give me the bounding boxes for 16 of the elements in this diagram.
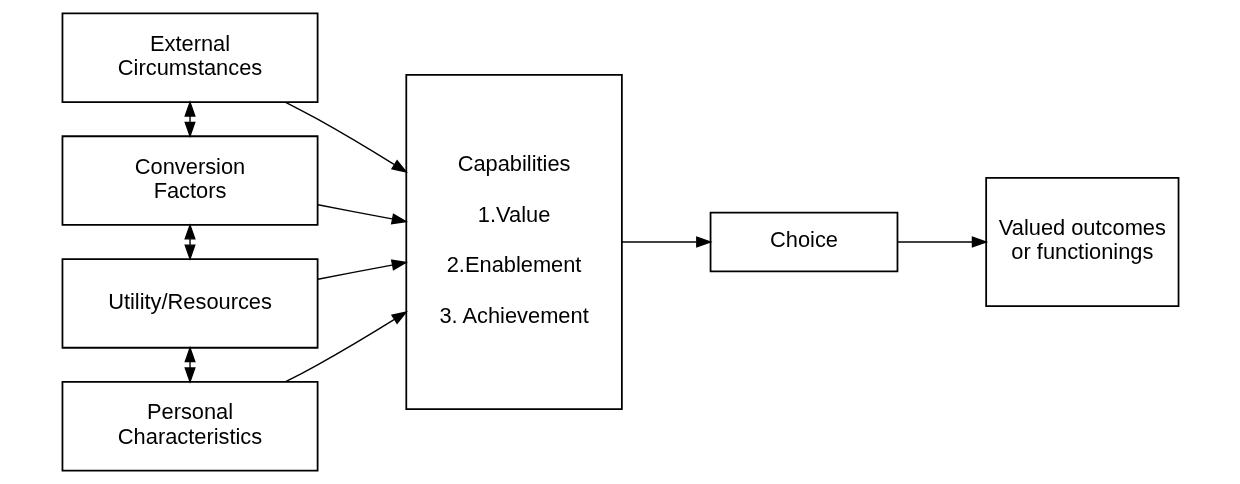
arrow	[183, 223, 196, 261]
arrow	[284, 101, 408, 174]
node-box: Personal Characteristics	[61, 380, 318, 472]
arrow	[183, 100, 196, 139]
node-box: Conversion Factors	[61, 135, 318, 226]
node-box: Capabilities 1.Value 2.Enablement 3. Achievement	[404, 73, 623, 411]
arrow	[620, 236, 712, 248]
arrow	[896, 236, 988, 248]
arrow	[284, 310, 408, 383]
arrow	[316, 259, 408, 280]
node-box: External Circumstances	[61, 12, 318, 104]
node-box: Utility/Resources	[61, 258, 318, 349]
node-box: Valued outcomes or functionings	[984, 177, 1179, 307]
arrow	[183, 345, 196, 384]
node-box: Choice	[709, 211, 898, 273]
arrow	[316, 204, 408, 225]
